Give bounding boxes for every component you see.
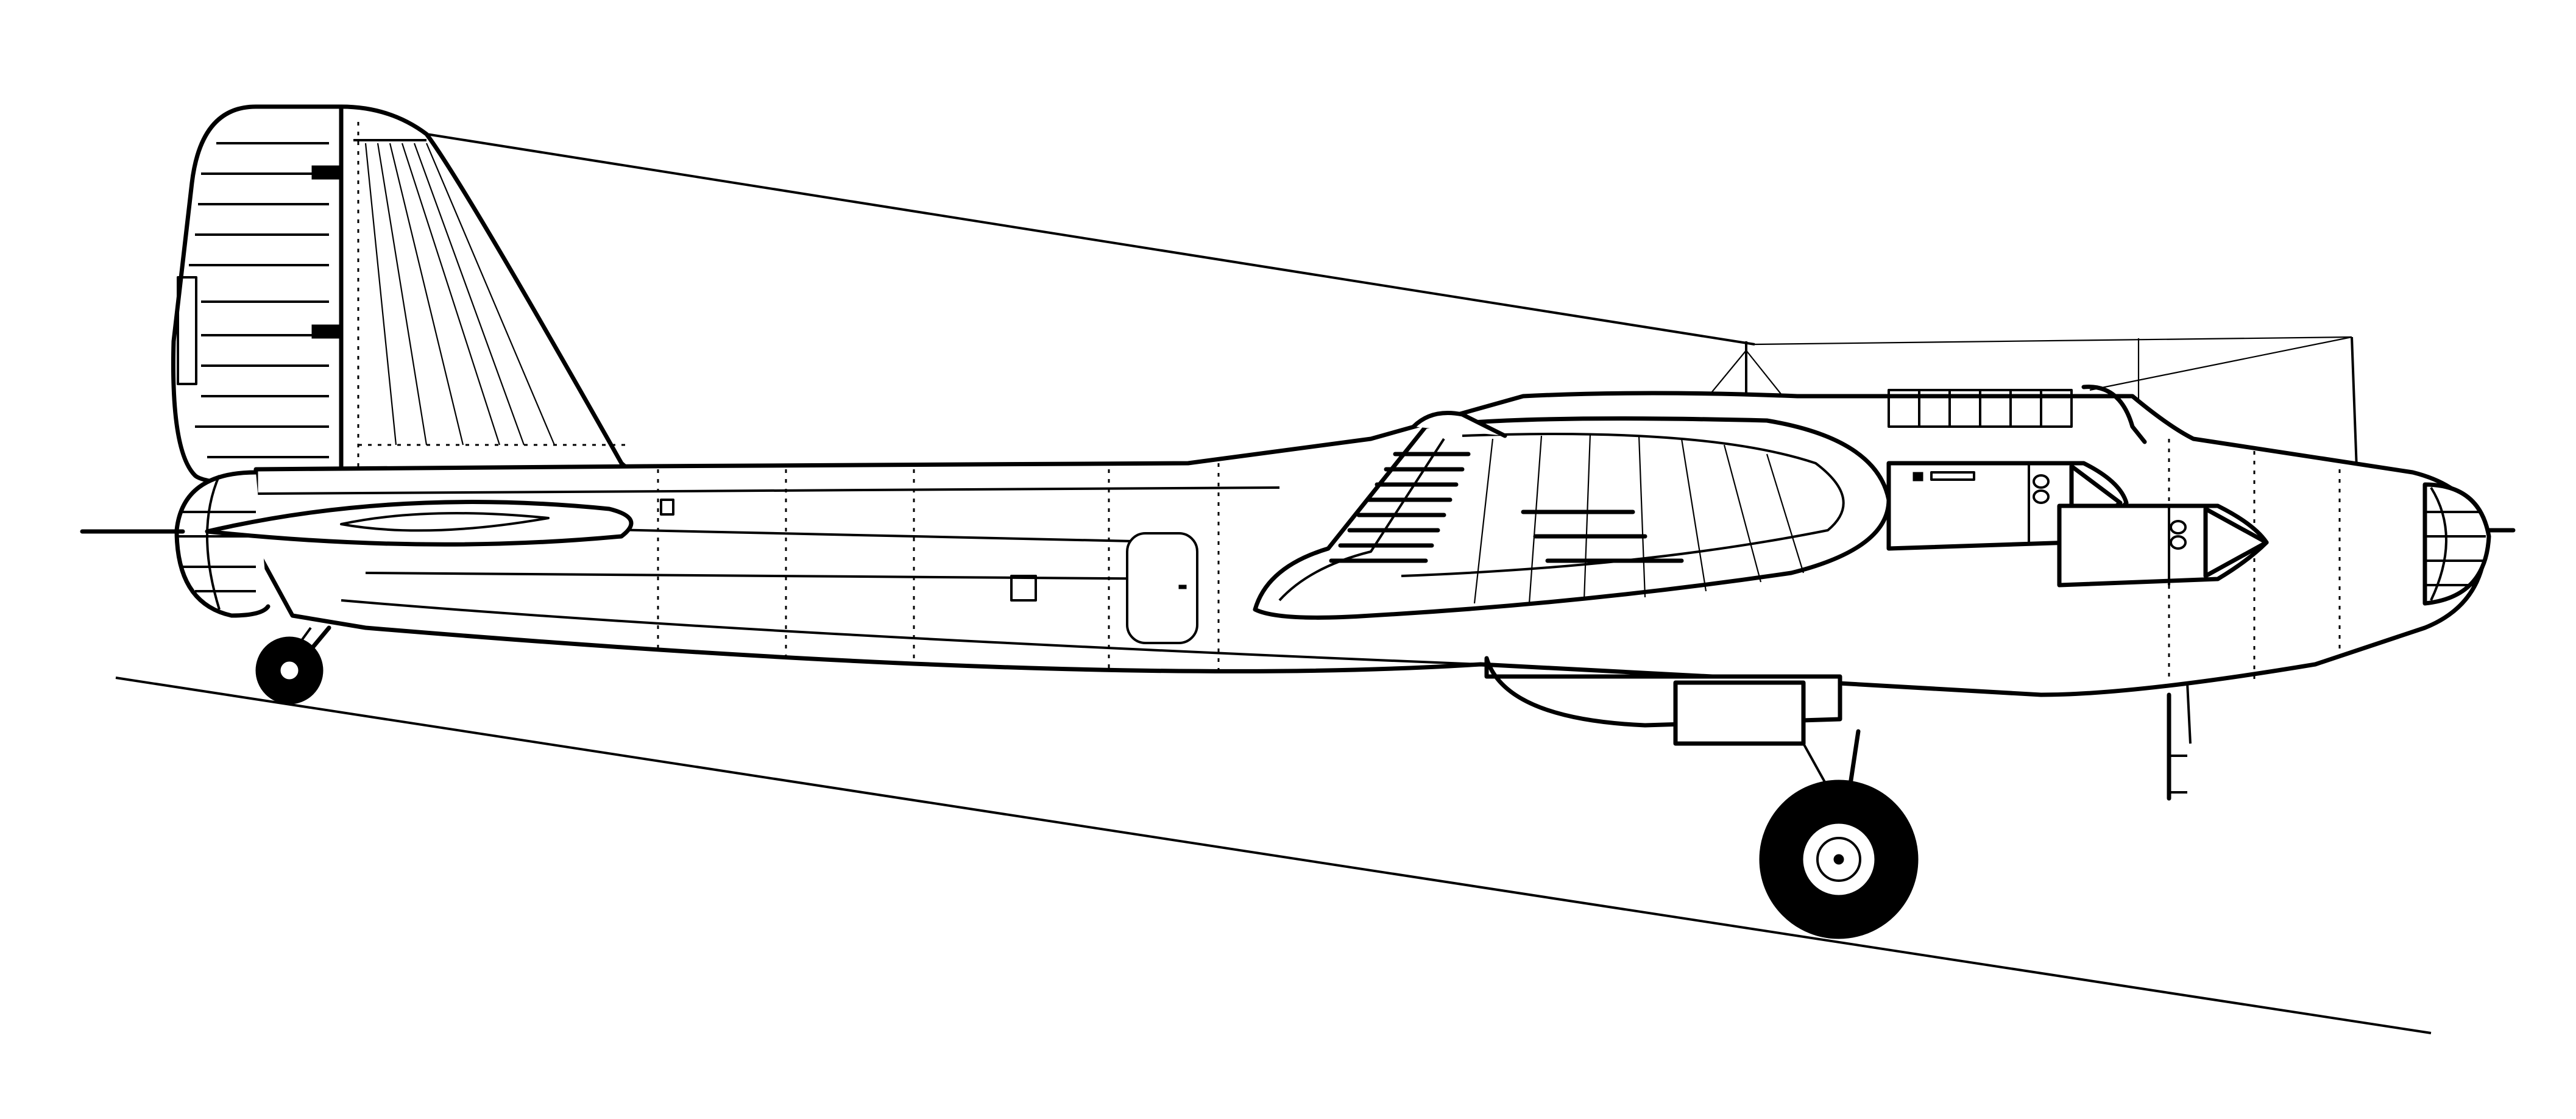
antenna-wires	[426, 133, 2358, 470]
fuselage-window	[1010, 575, 1037, 602]
side-door	[1126, 532, 1198, 644]
tail-turret	[80, 470, 634, 618]
fin-ribs	[364, 143, 556, 446]
stabilizer-section	[205, 500, 634, 547]
rudder-ribs	[189, 142, 329, 458]
engine-nacelle-outer	[2057, 503, 2269, 588]
nose-turret	[2422, 482, 2516, 606]
rudder-hinge-bottom	[311, 324, 342, 339]
gear-door	[1673, 680, 1806, 746]
dorsal-turret	[1411, 411, 1507, 438]
fuselage-small-window	[660, 499, 674, 516]
cockpit	[1411, 385, 2147, 444]
ground-line	[115, 677, 2432, 1034]
spinner-outer	[2203, 506, 2269, 578]
trim-tab	[177, 276, 197, 385]
ventral-aerial	[2167, 682, 2192, 801]
tailwheel	[255, 625, 331, 705]
tail-fin	[171, 104, 648, 490]
wing-slat-hatching	[1329, 452, 1471, 563]
wing	[1253, 416, 1891, 620]
wing-rib-lines	[1473, 433, 1805, 604]
main-gear	[1484, 656, 1919, 939]
rudder-hinge-top	[311, 165, 342, 180]
